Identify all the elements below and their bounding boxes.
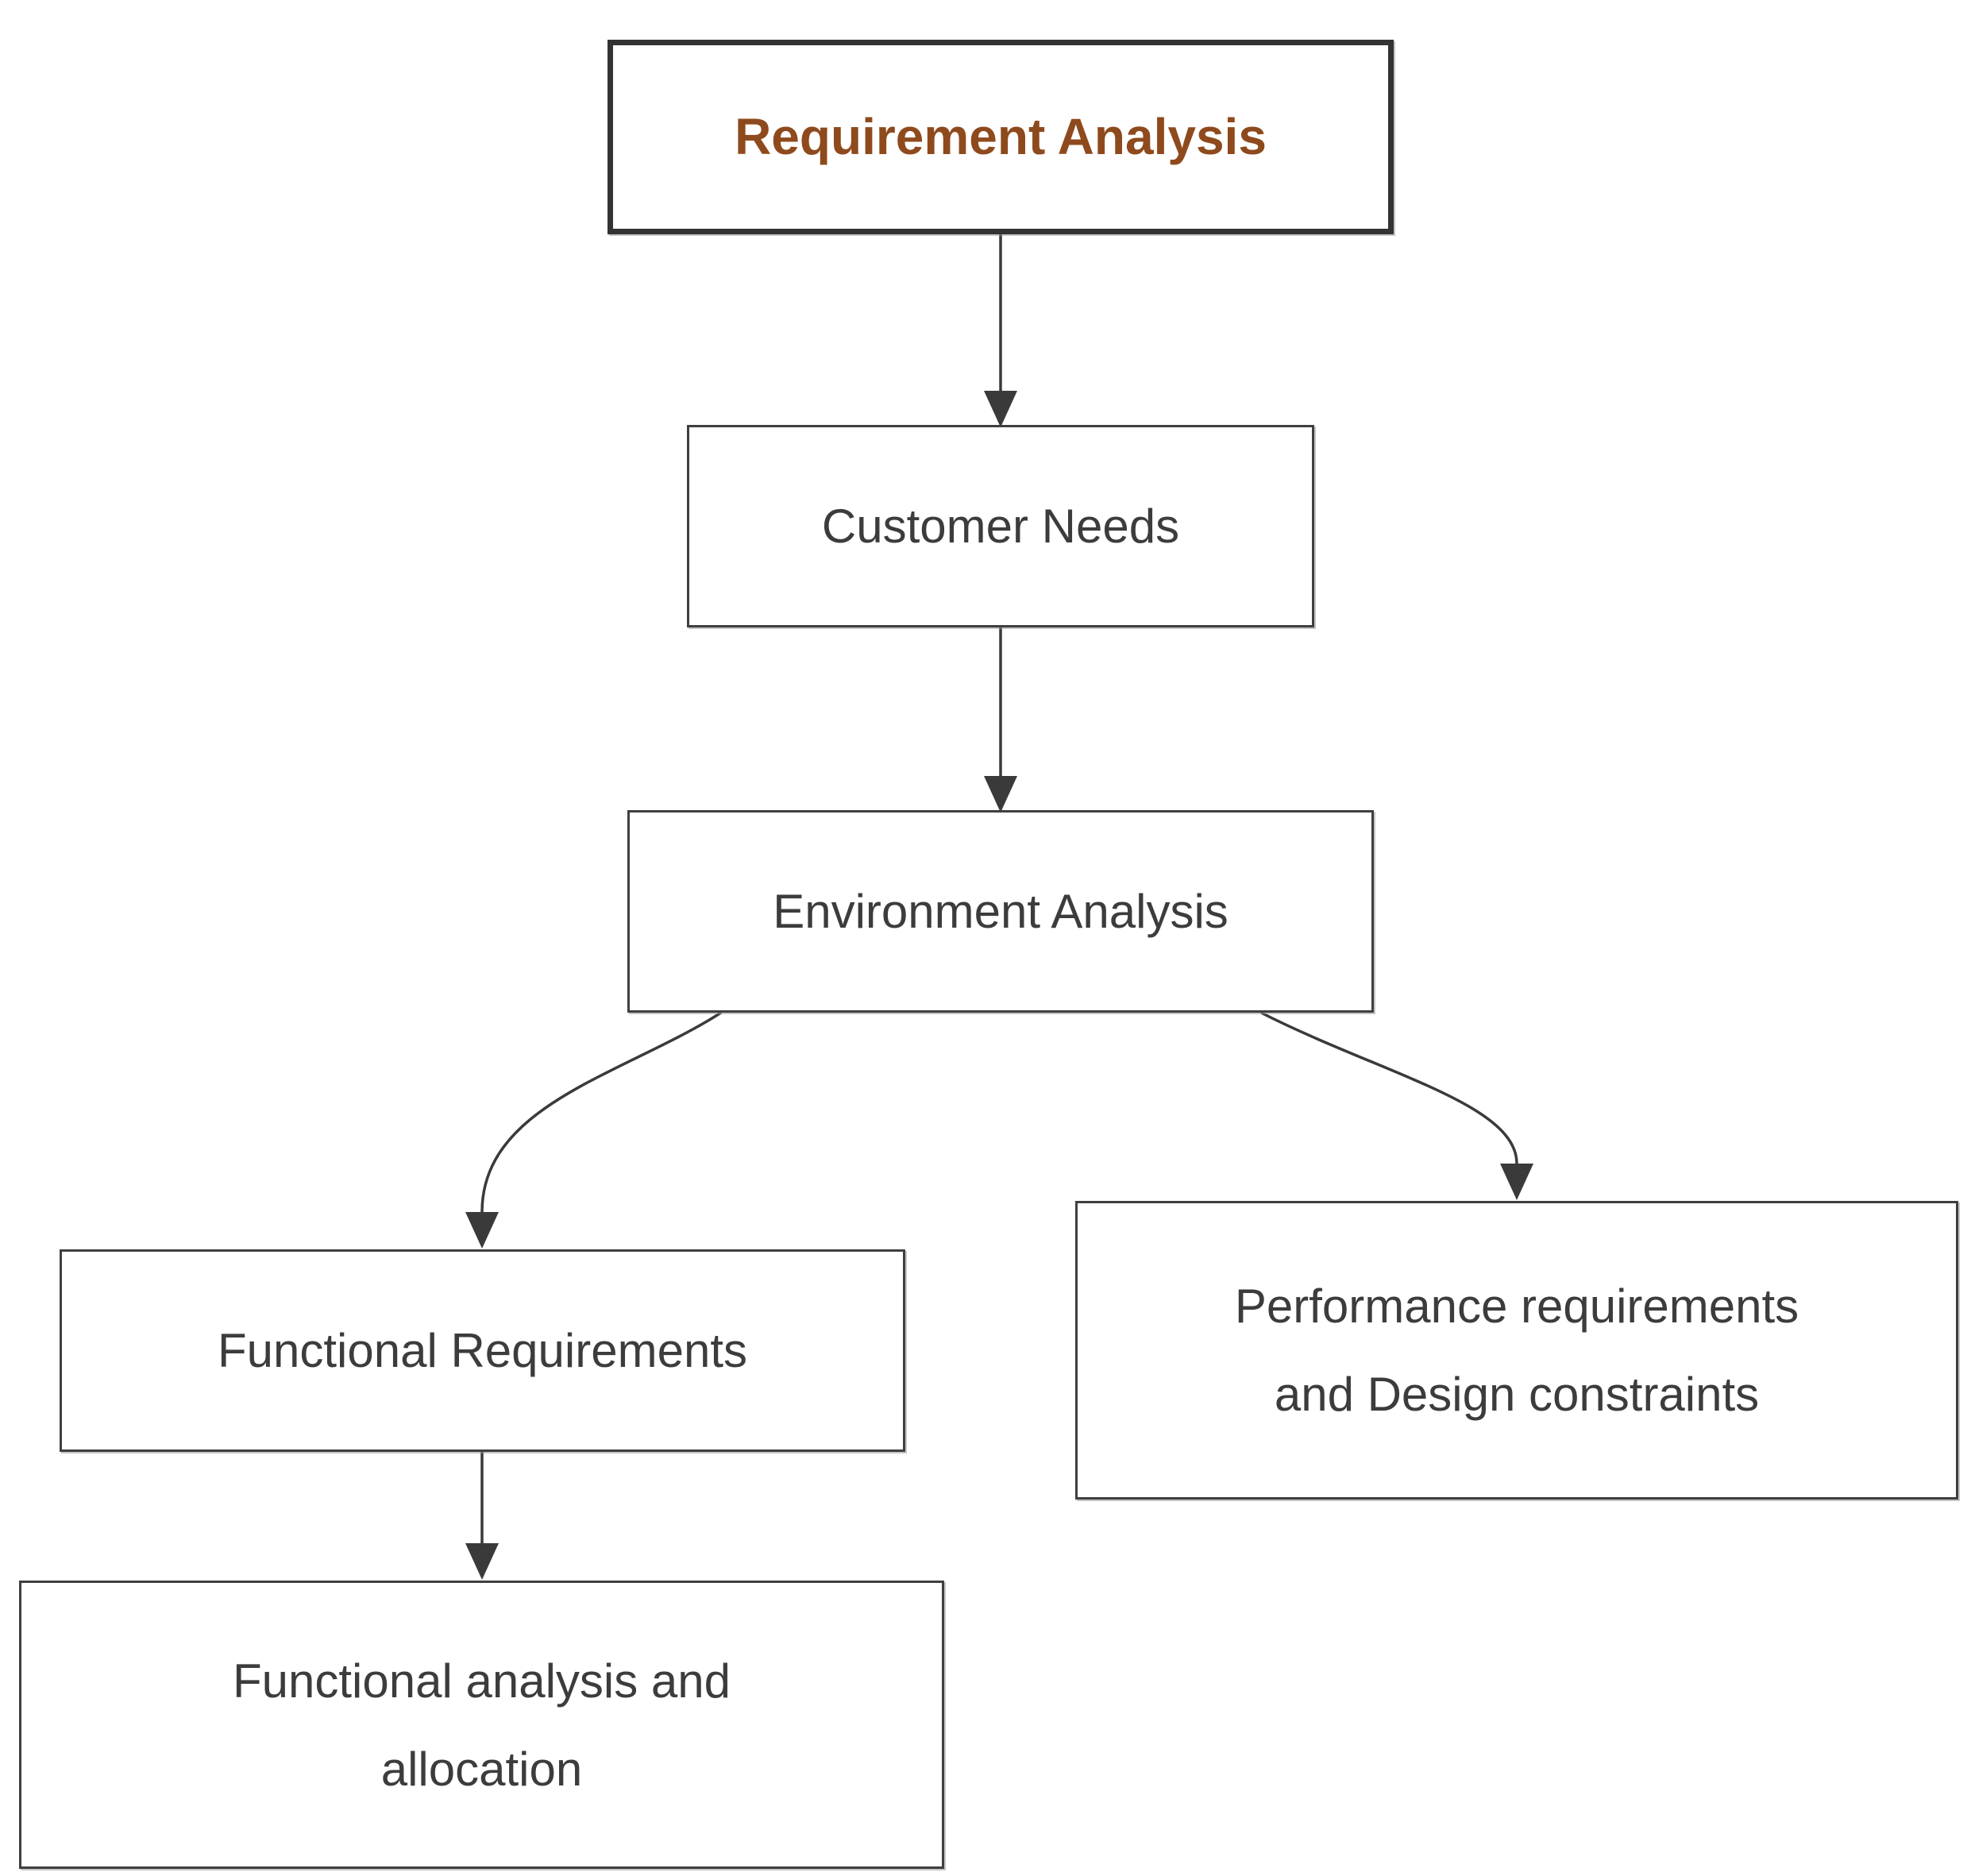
arrowhead-down-icon [984,391,1017,427]
node-functional-requirements: Functional Requirements [60,1249,905,1452]
node-label-line: allocation [380,1742,583,1796]
arrowhead-down-icon [465,1543,499,1580]
node-environment-analysis: Environment Analysis [627,810,1374,1013]
node-performance-requirements-design-constraints: Performance requirements and Design cons… [1075,1201,1958,1500]
edge-customer-to-environment [984,627,1017,813]
arrowhead-down-icon [984,776,1017,813]
node-label-line: Functional Requirements [217,1324,747,1377]
node-label-line: Functional analysis and [232,1654,731,1708]
arrowhead-down-icon [1500,1164,1533,1200]
edge-requirement-to-customer [984,234,1017,427]
node-label-line: Performance requirements [1234,1280,1799,1333]
node-customer-needs: Customer Needs [687,425,1314,627]
node-label-line: Requirement Analysis [735,108,1267,166]
edge-environment-to-functional [465,1011,722,1249]
arrowhead-down-icon [465,1212,499,1249]
node-label-line: Customer Needs [821,500,1180,553]
edge-environment-to-performance [1260,1011,1533,1200]
node-requirement-analysis: Requirement Analysis [608,40,1394,234]
edge-curve [480,1011,722,1213]
edge-curve [1260,1011,1518,1164]
edge-functional-to-allocation [465,1452,499,1580]
node-label-line: and Design constraints [1274,1368,1760,1421]
node-functional-analysis-allocation: Functional analysis and allocation [19,1581,944,1869]
node-label-line: Environment Analysis [773,885,1228,938]
